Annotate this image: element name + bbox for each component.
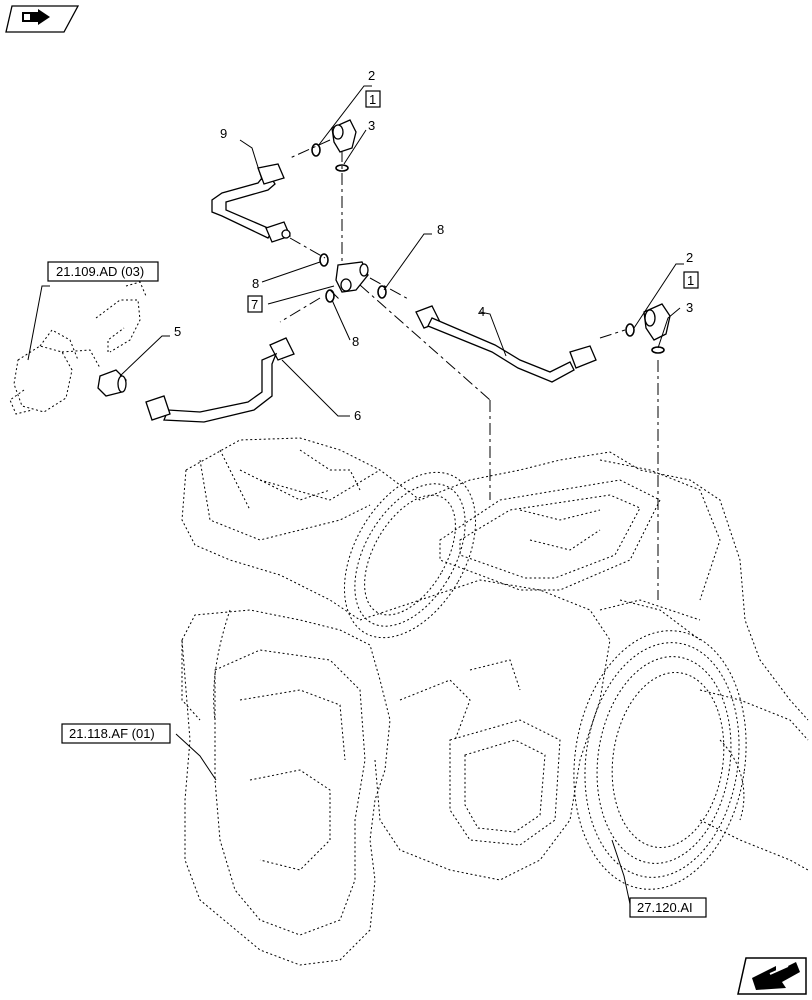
- o-ring-3a: [335, 164, 349, 172]
- reference-21118-box[interactable]: 21.118.AF (01): [61, 723, 171, 744]
- callout-9: 9: [220, 126, 227, 141]
- previous-page-arrow-icon[interactable]: [5, 5, 80, 33]
- callout-8c: 8: [352, 334, 359, 349]
- svg-text:9: 9: [220, 126, 227, 141]
- leader-lines: [27, 85, 684, 905]
- callout-1a: 1: [365, 90, 381, 108]
- callout-4: 4: [478, 304, 485, 319]
- valve-block-ref: [9, 281, 147, 415]
- pipe-6: [145, 337, 295, 423]
- callout-8a: 8: [252, 276, 259, 291]
- elbow-fitting-1a: [331, 119, 357, 153]
- o-ring-8b: [377, 285, 387, 299]
- pipe-4: [415, 305, 597, 383]
- callout-6: 6: [354, 408, 361, 423]
- svg-text:2: 2: [686, 250, 693, 265]
- reference-27120-box[interactable]: 27.120.AI: [629, 897, 707, 918]
- svg-text:21.109.AD (03): 21.109.AD (03): [56, 264, 144, 279]
- svg-text:4: 4: [478, 304, 485, 319]
- tee-fitting-7: [335, 261, 369, 293]
- svg-text:6: 6: [354, 408, 361, 423]
- svg-text:27.120.AI: 27.120.AI: [637, 900, 693, 915]
- reference-21109-box[interactable]: 21.109.AD (03): [47, 261, 159, 282]
- o-ring-8a: [319, 253, 329, 267]
- callout-8b: 8: [437, 222, 444, 237]
- svg-text:21.118.AF (01): 21.118.AF (01): [69, 726, 155, 741]
- callout-3b: 3: [686, 300, 693, 315]
- svg-text:1: 1: [369, 92, 376, 107]
- elbow-fitting-1b: [643, 303, 671, 341]
- o-ring-8c: [325, 289, 335, 303]
- svg-text:3: 3: [686, 300, 693, 315]
- svg-text:3: 3: [368, 118, 375, 133]
- next-page-arrow-icon[interactable]: [737, 957, 807, 995]
- callout-3a: 3: [368, 118, 375, 133]
- callout-2b: 2: [686, 250, 693, 265]
- connector-5: [97, 369, 127, 397]
- o-ring-2b: [625, 323, 635, 337]
- callout-2a: 2: [368, 68, 375, 83]
- svg-text:8: 8: [252, 276, 259, 291]
- assembly-centerlines: [279, 139, 659, 600]
- svg-text:8: 8: [437, 222, 444, 237]
- callout-7: 7: [247, 295, 263, 313]
- svg-text:1: 1: [687, 273, 694, 288]
- svg-text:8: 8: [352, 334, 359, 349]
- svg-text:2: 2: [368, 68, 375, 83]
- callout-5: 5: [174, 324, 181, 339]
- o-ring-2a: [311, 143, 321, 157]
- pipe-9: [211, 163, 291, 243]
- transmission-housing: [181, 437, 809, 966]
- svg-text:5: 5: [174, 324, 181, 339]
- callout-1b: 1: [683, 271, 699, 289]
- svg-text:7: 7: [251, 297, 258, 312]
